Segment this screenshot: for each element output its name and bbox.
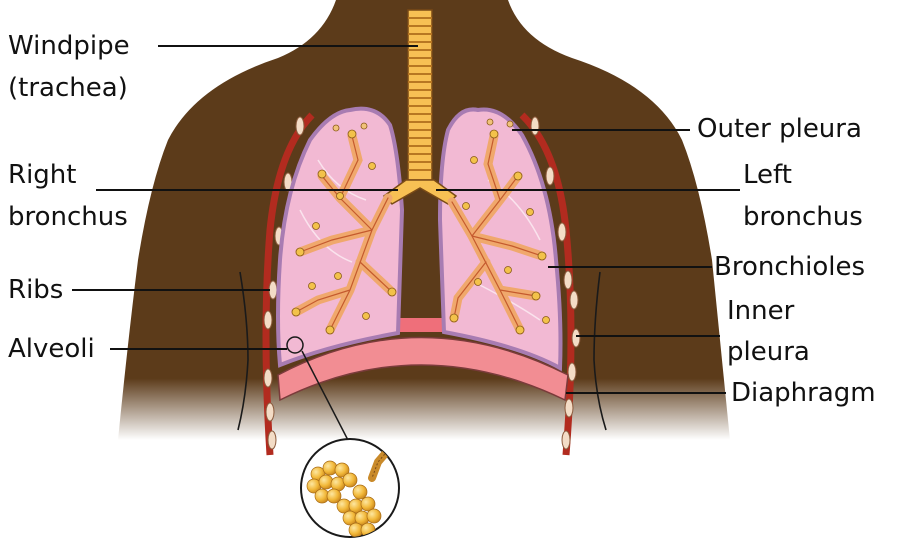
alveoli-label: Alveoli xyxy=(8,333,95,366)
left-bronchus-label-line2: bronchus xyxy=(743,201,863,234)
outer-pleura-label: Outer pleura xyxy=(697,113,862,146)
ribs-label: Ribs xyxy=(8,274,63,307)
right-bronchus-label-line2: bronchus xyxy=(8,201,128,234)
diaphragm-label: Diaphragm xyxy=(731,377,876,410)
left-bronchus-label-line1: Left xyxy=(743,159,792,192)
inner-pleura-label-line2: pleura xyxy=(727,336,810,369)
right-bronchus-label-line1: Right xyxy=(8,159,76,192)
trachea xyxy=(408,10,432,180)
inner-pleura-label-line1: Inner xyxy=(727,295,794,328)
windpipe-label-line1: Windpipe xyxy=(8,30,130,63)
alveoli-zoom-inset xyxy=(301,439,399,537)
windpipe-label-line2: (trachea) xyxy=(8,72,128,105)
bronchioles-label: Bronchioles xyxy=(714,251,865,284)
